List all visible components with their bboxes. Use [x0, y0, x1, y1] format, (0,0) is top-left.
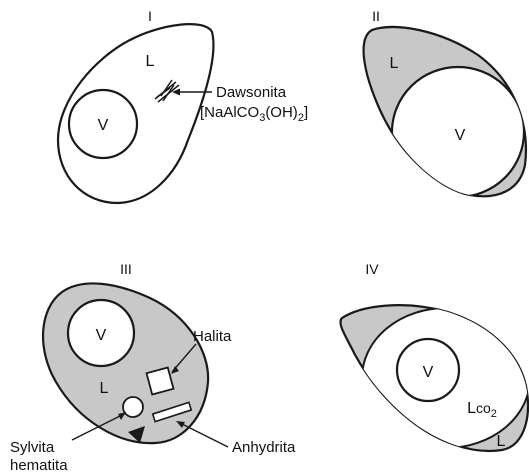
panel-iv-vapor-label: V: [423, 364, 434, 381]
panel-iii-vapor-label: V: [96, 327, 107, 344]
panel-iii-halite-crystal: [147, 368, 174, 395]
panel-iv: IV V Lco2 L: [340, 261, 529, 451]
panel-i-dawsonite-name: Dawsonita: [216, 84, 287, 101]
panel-iv-numeral: IV: [365, 261, 379, 277]
panel-iii-sylvite-name: Sylvita: [10, 439, 55, 456]
panel-iii-liquid-label: L: [100, 380, 109, 397]
panel-i-numeral: I: [148, 8, 152, 24]
panel-ii-liquid-label: L: [390, 55, 399, 72]
panel-i-liquid-label: L: [146, 53, 155, 70]
panel-iii-hematite-name: hematita: [10, 457, 68, 474]
panel-iii-anhydrite-pointer: [180, 423, 228, 447]
panel-i-dawsonite-formula: [NaAlCO3(OH)2]: [200, 104, 308, 124]
panel-iii-inclusion-shaded: [43, 283, 208, 443]
panel-i-vapor-label: V: [98, 117, 109, 134]
panel-iii-sylvite-crystal: [123, 397, 143, 417]
panel-ii-vapor-label: V: [455, 127, 466, 144]
panel-i: I V L Dawsonita [NaAlCO3(OH)2]: [58, 8, 308, 203]
panel-iii: III V L Halita Anhydrita Sylvita hematit…: [10, 261, 296, 474]
panel-iii-numeral: III: [120, 261, 132, 277]
panel-iii-halite-name: Halita: [193, 328, 232, 345]
panel-iii-anhydrite-name: Anhydrita: [232, 439, 296, 456]
panel-ii-numeral: II: [372, 8, 380, 24]
panel-ii: II V L: [364, 8, 526, 197]
panel-iv-liquid-label: L: [497, 433, 506, 450]
